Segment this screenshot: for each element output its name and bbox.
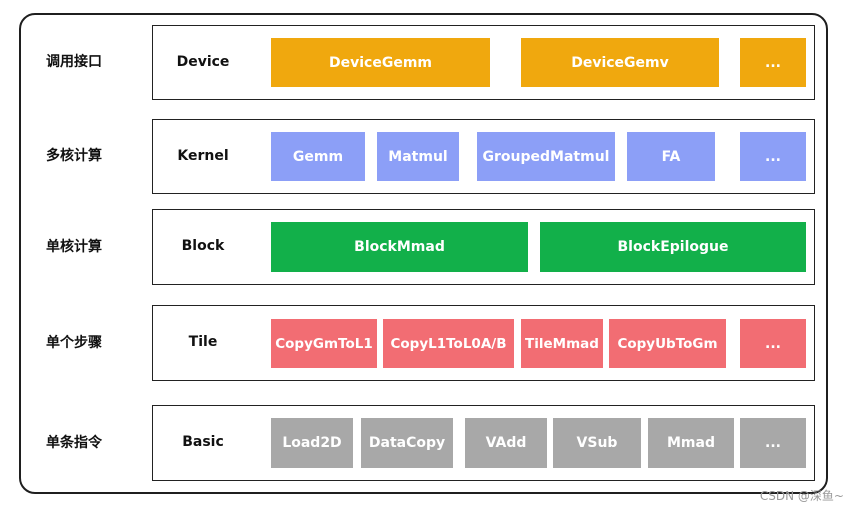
row-block: Block BlockMmad BlockEpilogue <box>152 209 815 285</box>
block-basic-more: ... <box>740 418 806 468</box>
block-device-more: ... <box>740 38 806 87</box>
block-copyl1tol0ab: CopyL1ToL0A/B <box>383 319 514 368</box>
block-devicegemm: DeviceGemm <box>271 38 490 87</box>
block-blockmmad: BlockMmad <box>271 222 528 272</box>
row-device: Device DeviceGemm DeviceGemv ... <box>152 25 815 100</box>
block-blockepilogue: BlockEpilogue <box>540 222 806 272</box>
block-load2d: Load2D <box>271 418 353 468</box>
row-kernel: Kernel Gemm Matmul GroupedMatmul FA ... <box>152 119 815 194</box>
block-kernel-more: ... <box>740 132 806 181</box>
row-tile: Tile CopyGmToL1 CopyL1ToL0A/B TileMmad C… <box>152 305 815 381</box>
block-vsub: VSub <box>553 418 641 468</box>
block-vadd: VAdd <box>465 418 547 468</box>
block-copygmtol1: CopyGmToL1 <box>271 319 377 368</box>
block-copyubtogm: CopyUbToGm <box>609 319 726 368</box>
row-label-kernel: 多核计算 <box>46 148 102 164</box>
block-tilemmad: TileMmad <box>521 319 603 368</box>
block-gemm: Gemm <box>271 132 365 181</box>
layer-name-tile: Tile <box>188 334 218 350</box>
block-devicegemv: DeviceGemv <box>521 38 719 87</box>
layer-name-kernel: Kernel <box>177 148 229 164</box>
row-label-block: 单核计算 <box>46 239 102 255</box>
diagram-frame <box>19 13 828 494</box>
layer-name-device: Device <box>176 54 230 70</box>
layer-name-basic: Basic <box>182 434 224 450</box>
block-mmad: Mmad <box>648 418 734 468</box>
layer-name-block: Block <box>181 238 225 254</box>
row-label-tile: 单个步骤 <box>46 335 102 351</box>
row-label-device: 调用接口 <box>46 54 102 70</box>
block-tile-more: ... <box>740 319 806 368</box>
block-matmul: Matmul <box>377 132 459 181</box>
block-datacopy: DataCopy <box>361 418 453 468</box>
block-groupedmatmul: GroupedMatmul <box>477 132 615 181</box>
row-basic: Basic Load2D DataCopy VAdd VSub Mmad ... <box>152 405 815 481</box>
row-label-basic: 单条指令 <box>46 435 102 451</box>
block-fa: FA <box>627 132 715 181</box>
watermark-text: CSDN @深鱼~ <box>759 489 844 503</box>
